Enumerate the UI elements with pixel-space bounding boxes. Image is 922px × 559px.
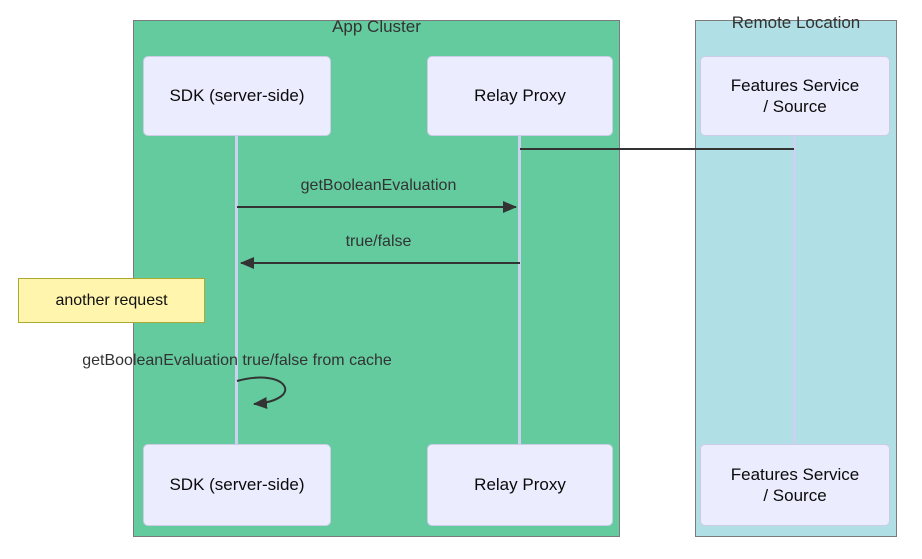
relay-proxy-lifeline — [518, 136, 521, 444]
actor-features-service-bottom: Features Service / Source — [700, 444, 890, 526]
message-label-cache-self-call: getBooleanEvaluation true/false from cac… — [82, 352, 392, 369]
message-label-get-boolean-evaluation: getBooleanEvaluation — [300, 177, 457, 194]
actor-sdk-top: SDK (server-side) — [143, 56, 331, 136]
note-another-request: another request — [18, 278, 205, 323]
actor-sdk-bottom: SDK (server-side) — [143, 444, 331, 526]
actor-features-label-line2: / Source — [763, 486, 827, 505]
remote-location-title: Remote Location — [731, 13, 861, 32]
message-label-true-false: true/false — [345, 233, 412, 250]
actor-features-label-line1: Features Service — [730, 75, 860, 95]
actor-sdk-label: SDK (server-side) — [169, 475, 305, 495]
note-label: another request — [55, 291, 168, 309]
actor-features-label-line2: / Source — [763, 97, 827, 116]
actor-relay-proxy-top: Relay Proxy — [427, 56, 613, 136]
actor-features-label-line1: Features Service — [730, 464, 860, 484]
actor-relay-label: Relay Proxy — [474, 475, 566, 495]
actor-relay-proxy-bottom: Relay Proxy — [427, 444, 613, 526]
actor-features-service-top: Features Service / Source — [700, 56, 890, 136]
actor-sdk-label: SDK (server-side) — [169, 86, 305, 106]
app-cluster-title: App Cluster — [332, 17, 421, 36]
sdk-lifeline — [235, 136, 238, 444]
features-service-lifeline — [793, 136, 796, 444]
actor-relay-label: Relay Proxy — [474, 86, 566, 106]
